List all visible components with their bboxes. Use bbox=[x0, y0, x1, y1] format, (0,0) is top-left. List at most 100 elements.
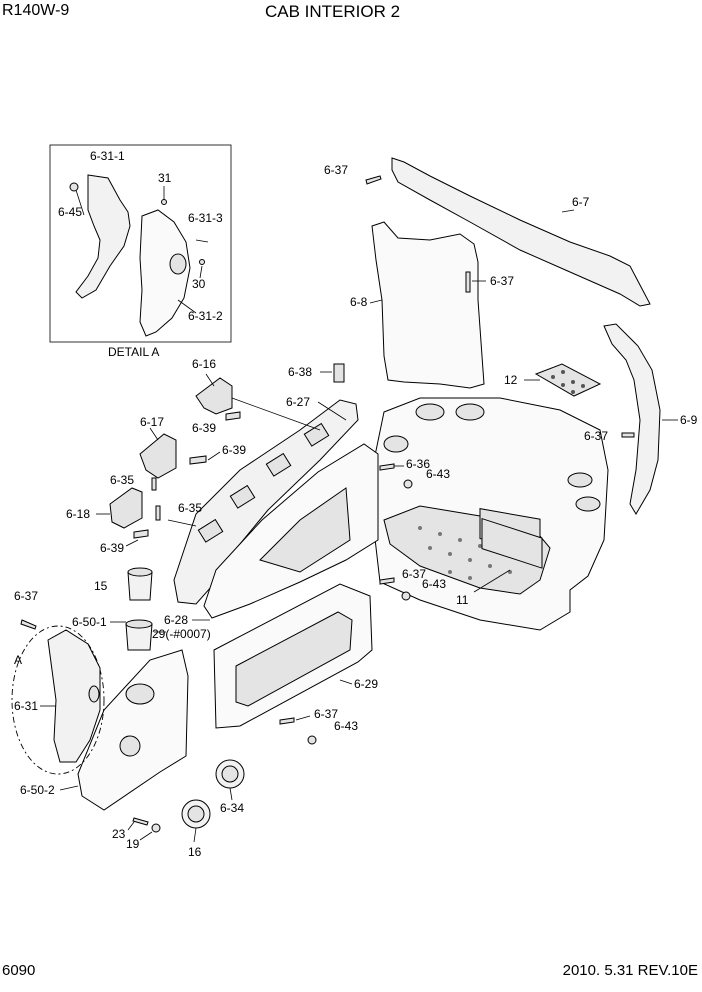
detail-a-outline bbox=[11, 625, 105, 775]
callout-6-18: 6-18 bbox=[66, 507, 90, 521]
callout-6-43-b: 6-43 bbox=[422, 577, 446, 591]
part-6-39-screw-b bbox=[189, 455, 207, 465]
part-6-43-cap-c bbox=[307, 735, 317, 745]
console-slot-4 bbox=[303, 422, 330, 447]
part-30-screw bbox=[199, 259, 205, 265]
callout-6-43-c: 6-43 bbox=[334, 719, 358, 733]
callout-6-37-mid: 6-37 bbox=[490, 274, 514, 288]
callout-6-37-right: 6-37 bbox=[584, 429, 608, 443]
detail-label-30: 30 bbox=[192, 277, 206, 291]
part-12-mat bbox=[534, 363, 602, 397]
part-15-cup bbox=[127, 567, 153, 601]
part-6-29-window bbox=[235, 611, 353, 707]
callout-6-29: 6-29 bbox=[354, 677, 378, 691]
callout-6-39-a: 6-39 bbox=[192, 421, 216, 435]
part-6-39-screw-a bbox=[225, 411, 241, 421]
callout-6-8: 6-8 bbox=[350, 295, 368, 309]
callout-6-28: 6-28 bbox=[164, 613, 188, 627]
part-6-43-cap-b bbox=[401, 591, 411, 601]
mat-dots bbox=[551, 370, 585, 394]
part-6-43-cap-a bbox=[403, 479, 413, 489]
console-slot-1 bbox=[197, 518, 224, 543]
callout-6-37-left: 6-37 bbox=[14, 589, 38, 603]
part-6-27-console bbox=[173, 399, 359, 605]
shell-cup-1 bbox=[415, 403, 445, 421]
callout-6-37-e: 6-37 bbox=[314, 707, 338, 721]
callout-29: 29(-#0007) bbox=[152, 627, 211, 641]
shell-cup-2 bbox=[455, 403, 485, 421]
callout-6-35-a: 6-35 bbox=[110, 473, 134, 487]
console-slot-3 bbox=[265, 452, 292, 477]
part-6-45-plug bbox=[69, 182, 79, 192]
part-19-cap bbox=[151, 823, 161, 833]
page-title: CAB INTERIOR 2 bbox=[265, 2, 401, 21]
part-6-31-2-cover bbox=[139, 209, 191, 337]
part-6-28-window bbox=[259, 487, 351, 573]
part-6-31-hole bbox=[88, 685, 100, 703]
callout-6-34: 6-34 bbox=[220, 801, 244, 815]
part-6-8-pillar bbox=[371, 221, 485, 389]
part-6-37-screw-right bbox=[621, 432, 635, 438]
callout-6-37-d: 6-37 bbox=[402, 567, 426, 581]
part-6-17-bracket bbox=[139, 433, 177, 479]
callout-6-37-top: 6-37 bbox=[324, 163, 348, 177]
callout-15: 15 bbox=[94, 579, 108, 593]
part-29-cup-holder bbox=[125, 619, 153, 651]
shell-pocket-2 bbox=[481, 517, 543, 569]
part-6-50-2-panel bbox=[77, 649, 189, 811]
part-6-38-fastener bbox=[333, 363, 345, 383]
revision-stamp: 2010. 5.31 REV.10E bbox=[562, 962, 698, 979]
detail-label-6-31-1: 6-31-1 bbox=[90, 149, 125, 163]
part-6-31-2-hole bbox=[169, 253, 187, 275]
callout-6-7: 6-7 bbox=[572, 195, 590, 209]
part-6-36-screw bbox=[379, 463, 395, 471]
callout-6-50-2: 6-50-2 bbox=[20, 783, 55, 797]
part-6-35-screw-a bbox=[151, 477, 157, 491]
part-6-34-knob bbox=[215, 759, 245, 789]
callout-6-50-1: 6-50-1 bbox=[72, 615, 107, 629]
part-6-37-screw-e bbox=[279, 717, 295, 725]
detail-label-6-31-3: 6-31-3 bbox=[188, 211, 223, 225]
console-slot-2 bbox=[229, 484, 256, 509]
detail-a-frame bbox=[49, 144, 232, 343]
part-6-37-screw-left bbox=[20, 619, 37, 630]
panel-round-opening bbox=[119, 735, 141, 757]
shell-cup-4 bbox=[567, 472, 593, 488]
detail-label-6-45: 6-45 bbox=[58, 205, 82, 219]
detail-label-31: 31 bbox=[158, 171, 172, 185]
callout-6-17: 6-17 bbox=[140, 415, 164, 429]
part-6-37-screw-mid bbox=[465, 271, 471, 293]
model-code: R140W-9 bbox=[2, 2, 70, 19]
part-6-39-screw-c bbox=[133, 529, 149, 539]
callout-12: 12 bbox=[504, 373, 518, 387]
part-6-18-bracket bbox=[109, 487, 143, 529]
callout-6-16: 6-16 bbox=[192, 357, 216, 371]
callout-23: 23 bbox=[112, 827, 126, 841]
part-6-16-bracket bbox=[195, 377, 233, 415]
part-6-37-screw-top bbox=[365, 175, 382, 185]
part-6-31-assembly bbox=[47, 629, 101, 763]
callout-6-9: 6-9 bbox=[680, 413, 698, 427]
part-6-31-1-bracket bbox=[75, 174, 131, 299]
callout-6-39-b: 6-39 bbox=[222, 443, 246, 457]
part-6-37-screw-d bbox=[379, 577, 395, 585]
callout-6-27: 6-27 bbox=[286, 395, 310, 409]
part-6-35-screw-b bbox=[155, 505, 161, 521]
shell-cup-5 bbox=[575, 496, 601, 512]
callout-16: 16 bbox=[188, 845, 202, 859]
part-31-screw bbox=[161, 199, 167, 205]
callout-19: 19 bbox=[126, 837, 140, 851]
shell-cup-3 bbox=[383, 435, 409, 453]
callout-a: A bbox=[14, 653, 22, 667]
detail-label-6-31-2: 6-31-2 bbox=[188, 309, 223, 323]
callout-6-43-a: 6-43 bbox=[426, 467, 450, 481]
part-16-knob bbox=[181, 799, 211, 829]
callout-6-39-c: 6-39 bbox=[100, 541, 124, 555]
callout-6-35-b: 6-35 bbox=[178, 501, 202, 515]
callout-6-38: 6-38 bbox=[288, 365, 312, 379]
callout-6-36: 6-36 bbox=[406, 457, 430, 471]
detail-caption: DETAIL A bbox=[108, 345, 159, 359]
part-23-screw bbox=[132, 817, 149, 826]
page-number: 6090 bbox=[2, 962, 36, 979]
